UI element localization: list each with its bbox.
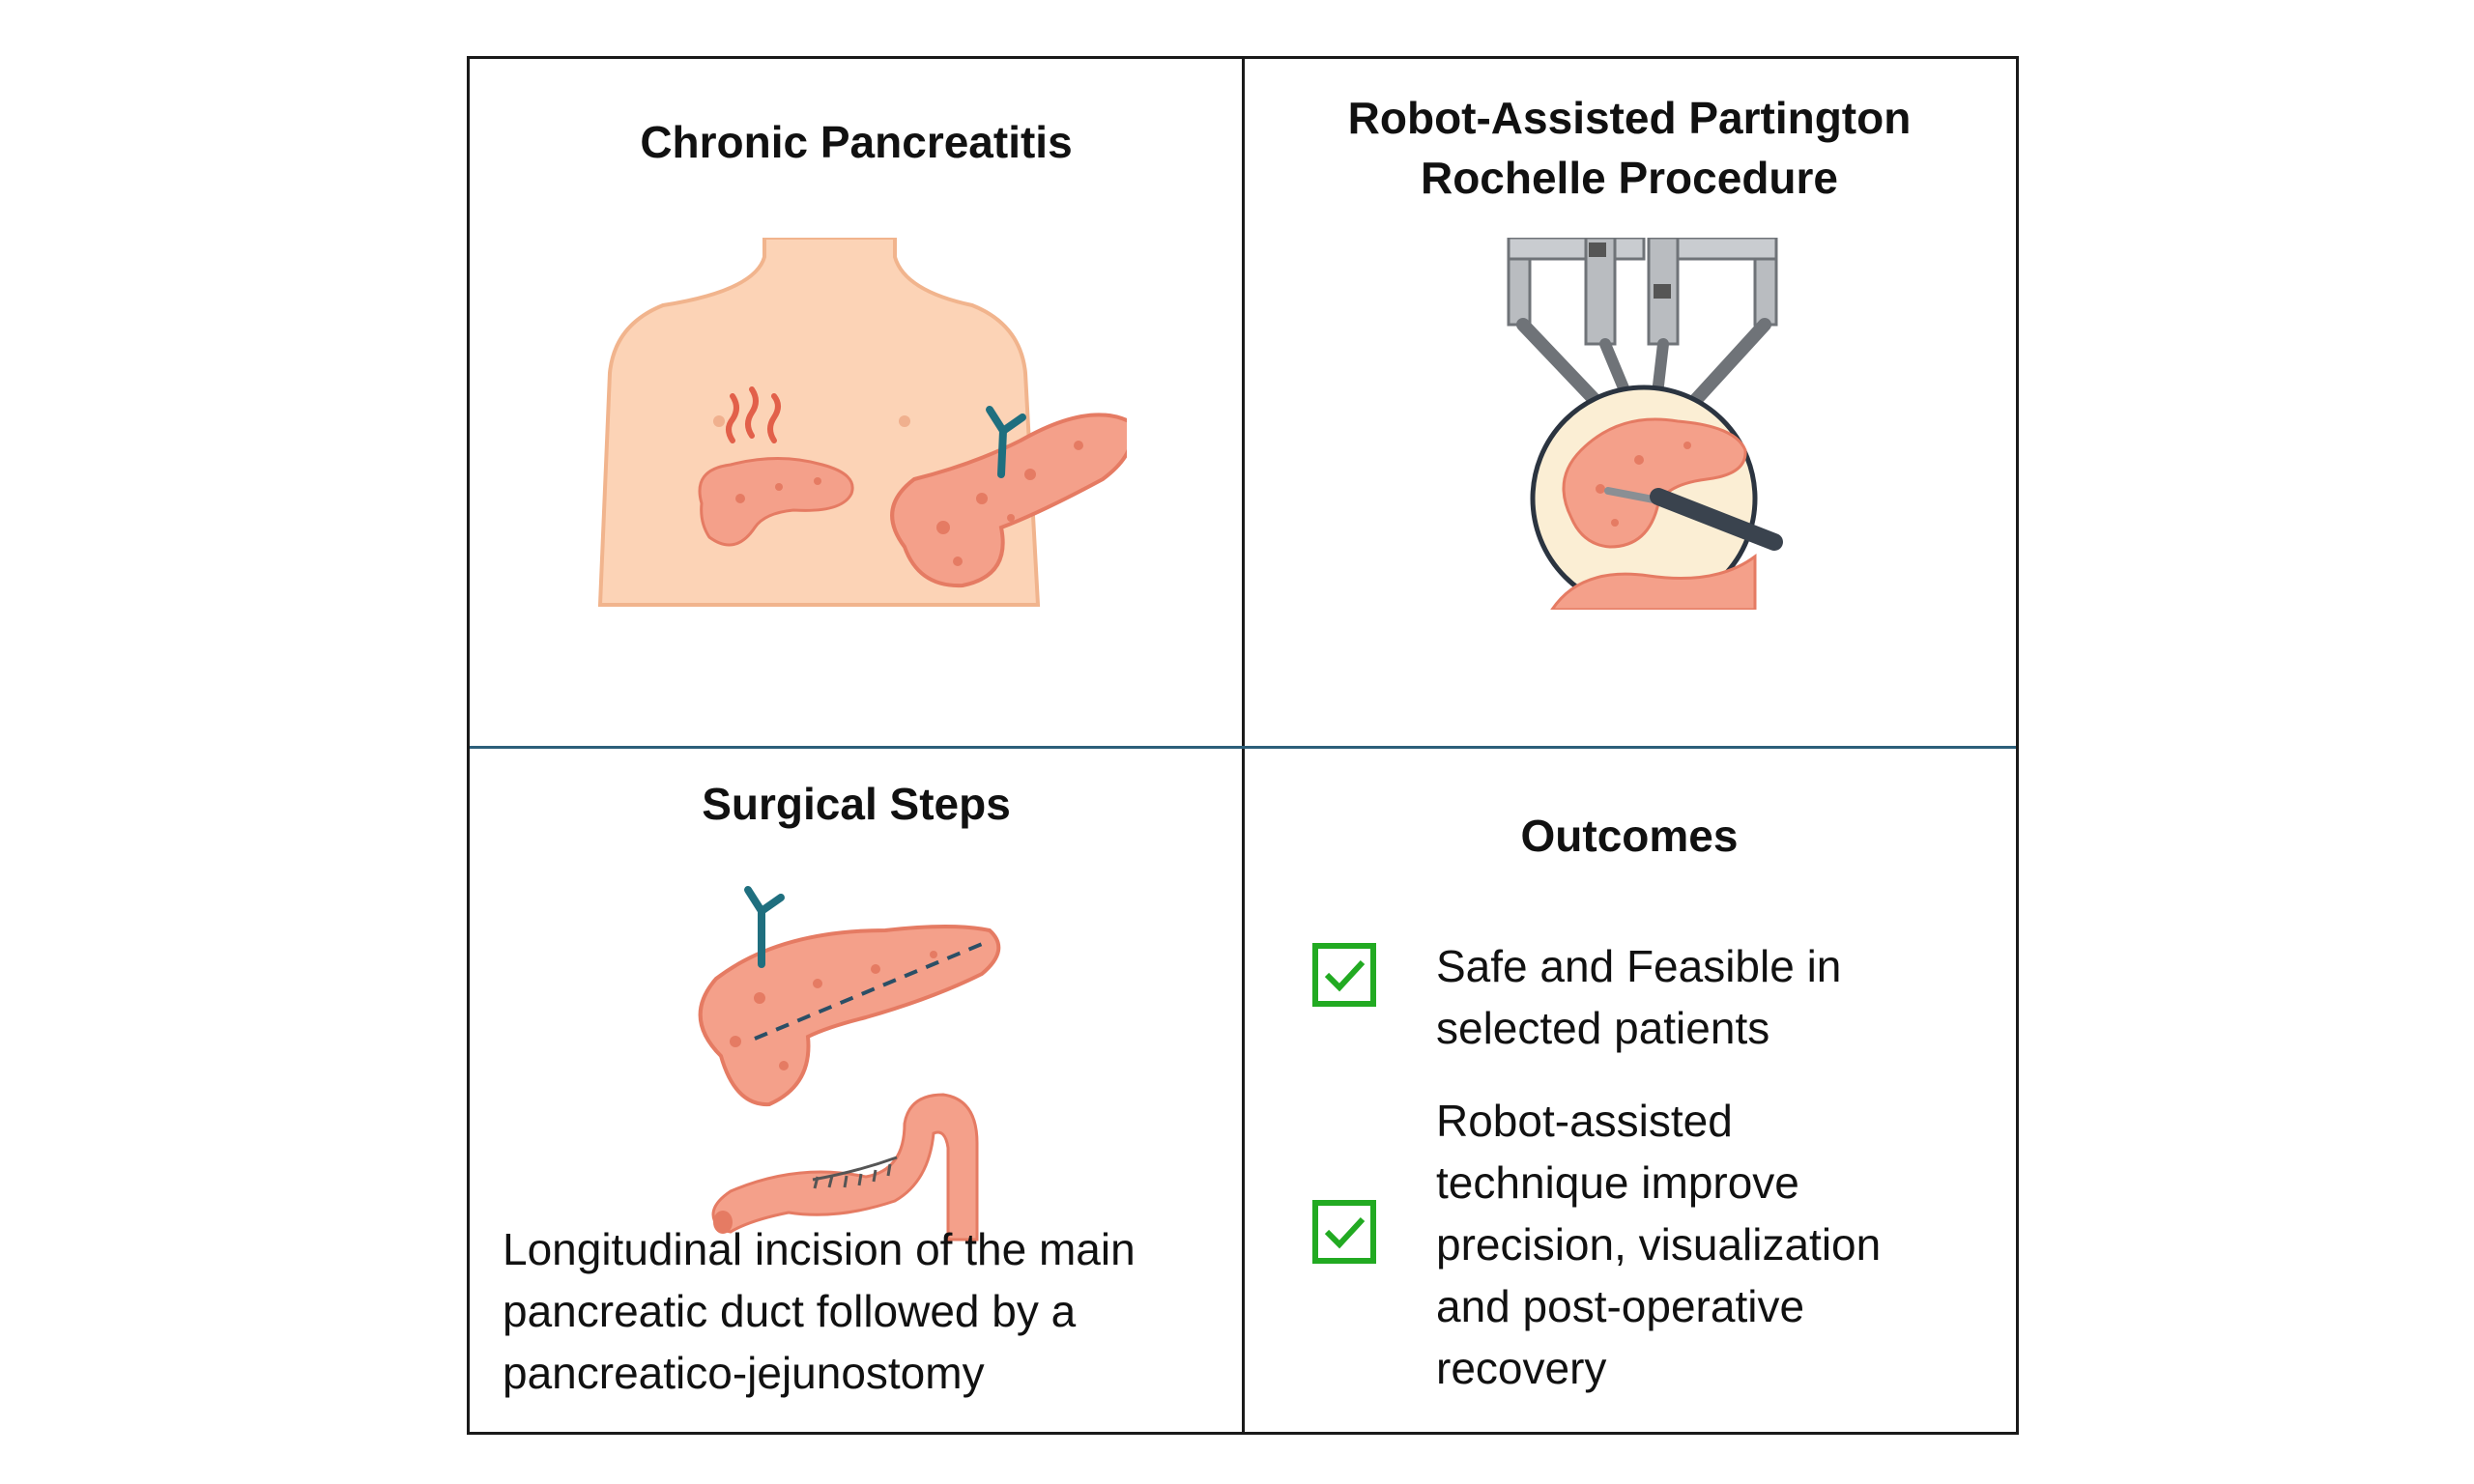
outcome2-line3: precision, visualization xyxy=(1436,1219,1882,1270)
outcome1-line2: selected patients xyxy=(1436,1003,1770,1053)
robotic-surgery-illustration xyxy=(1507,238,1783,610)
outcome2-line2: technique improve xyxy=(1436,1157,1799,1208)
robot-title-line1: Robot-Assisted Partington xyxy=(1347,93,1912,143)
outcomes-title: Outcomes xyxy=(1520,811,1739,861)
checkbox-checked-icon xyxy=(1312,1200,1376,1264)
chronic-pancreatitis-title: Chronic Pancreatitis xyxy=(640,117,1073,167)
vertical-divider xyxy=(1242,59,1245,1432)
desc-line3: pancreatico-jejunostomy xyxy=(503,1348,985,1398)
robot-procedure-title: Robot-Assisted Partington Rochelle Proce… xyxy=(1243,88,2016,208)
checkbox-checked-icon xyxy=(1312,943,1376,1007)
outcome-item-robot-assisted: Robot-assisted technique improve precisi… xyxy=(1436,1090,1977,1399)
surgical-steps-title: Surgical Steps xyxy=(702,779,1011,829)
outcome2-line4: and post-operative xyxy=(1436,1281,1805,1331)
pancreaticojejunostomy-illustration xyxy=(698,886,1001,1241)
horizontal-divider xyxy=(470,746,2016,749)
surgical-steps-description: Longitudinal incision of the main pancre… xyxy=(503,1218,1218,1404)
diagram-grid: Chronic Pancreatitis Robot-Assisted Part… xyxy=(467,56,2019,1435)
desc-line1: Longitudinal incision of the main xyxy=(503,1224,1136,1274)
outcome-item-safe-feasible: Safe and Feasible in selected patients xyxy=(1436,935,1977,1059)
outcome1-line1: Safe and Feasible in xyxy=(1436,941,1842,991)
outcome2-line5: recovery xyxy=(1436,1343,1607,1393)
torso-pancreas-illustration xyxy=(597,238,1127,607)
outcome2-line1: Robot-assisted xyxy=(1436,1096,1733,1146)
robot-title-line2: Rochelle Procedure xyxy=(1420,153,1839,203)
desc-line2: pancreatic duct followed by a xyxy=(503,1286,1077,1336)
